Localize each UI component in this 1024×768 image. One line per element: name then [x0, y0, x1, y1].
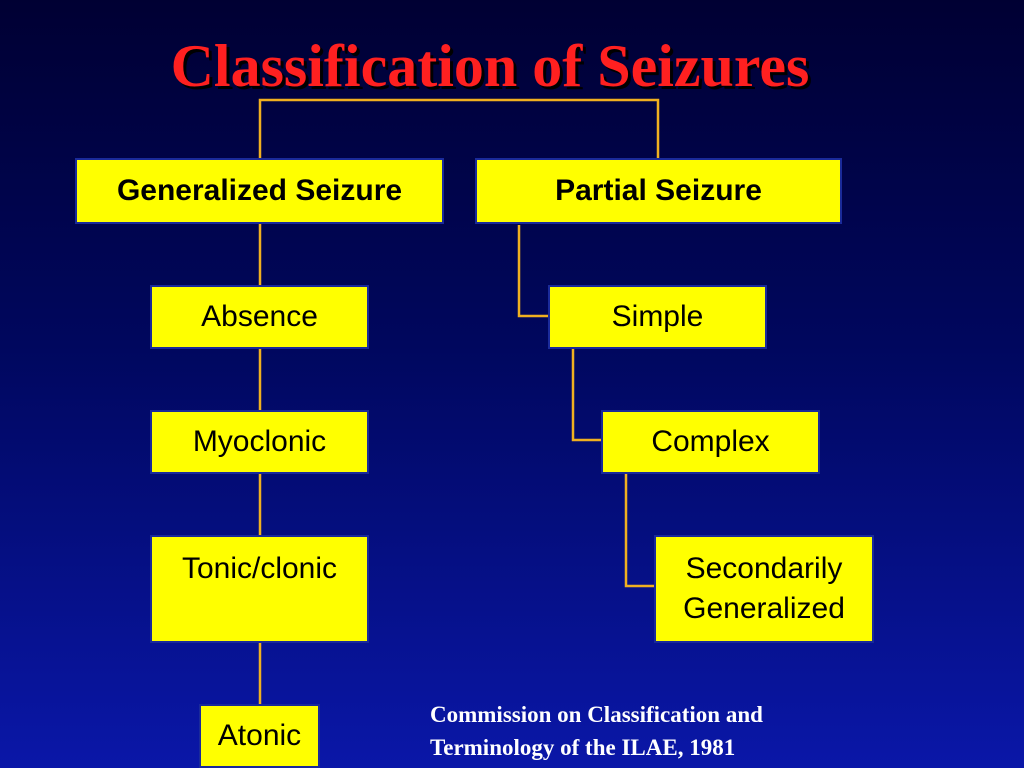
- atonic-box: Atonic: [199, 704, 320, 768]
- complex-box: Complex: [601, 410, 820, 474]
- complex-label: Complex: [651, 425, 770, 458]
- myoclonic-box: Myoclonic: [150, 410, 369, 474]
- secondarily-generalized-box: Secondarily Generalized: [654, 535, 874, 643]
- citation-text: Commission on Classification and Termino…: [430, 702, 763, 760]
- absence-label: Absence: [201, 300, 318, 333]
- partial-seizure-box: Partial Seizure: [475, 158, 842, 224]
- partial-connector-complex: [571, 349, 603, 442]
- generalized-seizure-label: Generalized Seizure: [116, 174, 403, 207]
- atonic-label: Atonic: [217, 719, 302, 752]
- partial-seizure-label: Partial Seizure: [555, 174, 762, 207]
- simple-label: Simple: [611, 300, 704, 333]
- myoclonic-label: Myoclonic: [192, 425, 327, 458]
- slide-title: Classification of Seizures: [170, 33, 810, 99]
- generalized-seizure-box: Generalized Seizure: [75, 158, 444, 224]
- partial-connector-secondary: [624, 474, 656, 588]
- simple-box: Simple: [548, 285, 767, 349]
- tonic-clonic-box: Tonic/clonic: [150, 535, 369, 643]
- tonic-clonic-label: Tonic/clonic: [181, 552, 338, 585]
- absence-box: Absence: [150, 285, 369, 349]
- root-connector: [258, 98, 660, 158]
- secondarily-generalized-label: Secondarily Generalized: [683, 552, 845, 625]
- partial-connector-simple: [517, 225, 549, 318]
